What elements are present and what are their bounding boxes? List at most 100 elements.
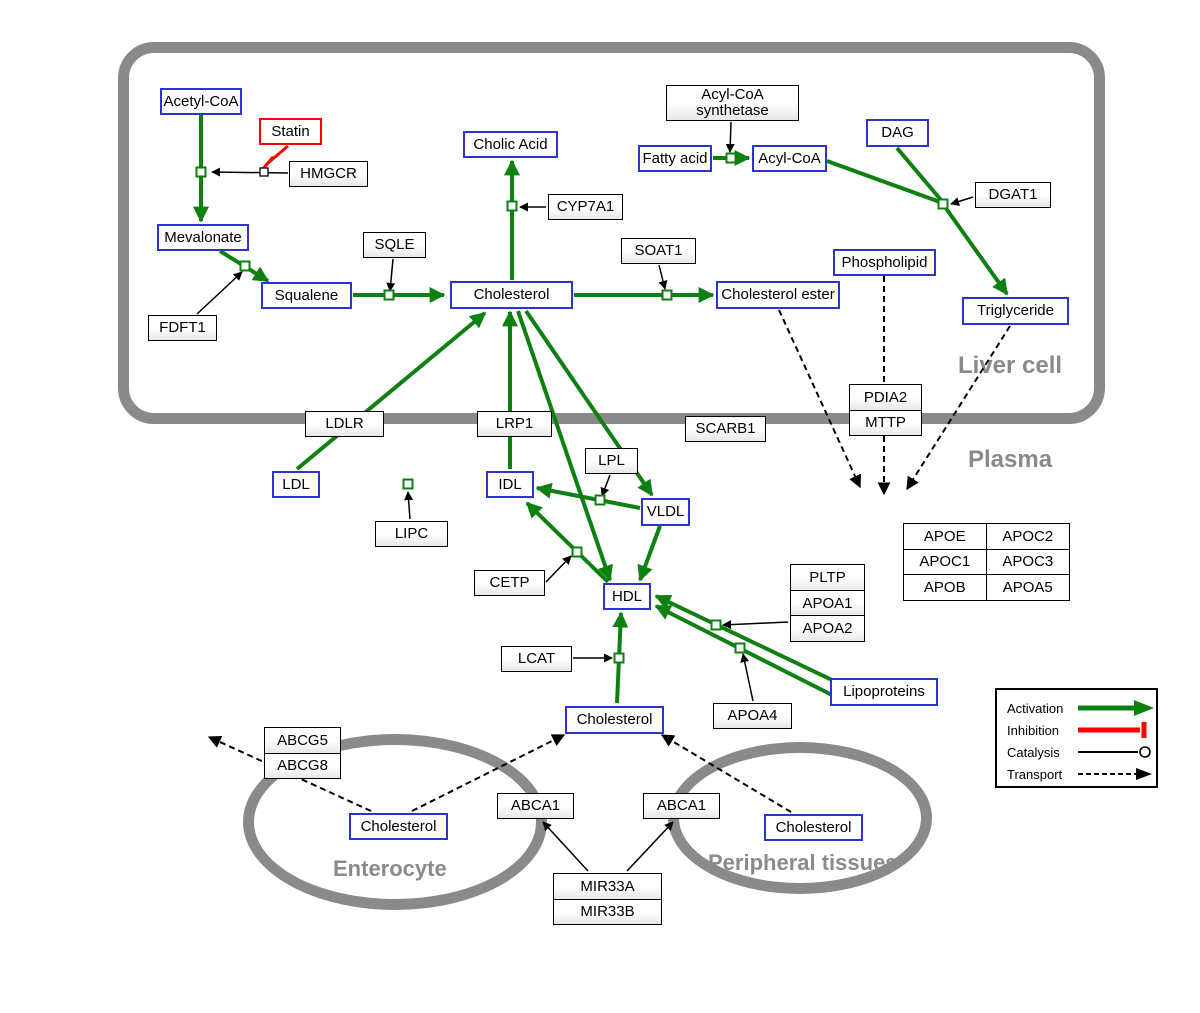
node-triglyceride[interactable]: Triglyceride — [962, 297, 1069, 325]
legend-row-activation: Activation — [1007, 697, 1156, 719]
catalysis-fdft1 — [196, 271, 243, 315]
node-cholesterol-enterocyte[interactable]: Cholesterol — [349, 813, 448, 840]
legend: Activation Inhibition Catalysis Transpor… — [995, 688, 1158, 788]
node-acyl-coa-synthetase[interactable]: Acyl-CoA synthetase — [666, 85, 799, 121]
node-phospholipid[interactable]: Phospholipid — [833, 249, 936, 276]
catalysis-hmgcr — [211, 167, 289, 177]
node-cholesterol-ester[interactable]: Cholesterol ester — [716, 281, 840, 309]
node-squalene[interactable]: Squalene — [261, 282, 352, 309]
transport-symbol — [1077, 768, 1152, 780]
node-lipc[interactable]: LIPC — [375, 521, 448, 547]
node-abca1-left[interactable]: ABCA1 — [497, 793, 574, 819]
node-abcg5[interactable]: ABCG5 — [265, 728, 340, 754]
node-apoc2[interactable]: APOC2 — [986, 524, 1069, 550]
node-apob[interactable]: APOB — [904, 575, 987, 600]
edge-ldl-ldlr-cholesterol — [295, 311, 487, 471]
node-abcg8[interactable]: ABCG8 — [265, 753, 340, 778]
node-fdft1[interactable]: FDFT1 — [148, 315, 217, 341]
node-mir33a[interactable]: MIR33A — [554, 874, 661, 900]
node-pdia2[interactable]: PDIA2 — [850, 385, 921, 411]
legend-row-catalysis: Catalysis — [1007, 741, 1156, 763]
node-lrp1[interactable]: LRP1 — [477, 411, 552, 437]
reaction-node — [613, 652, 625, 664]
catalysis-anchor-hmgcr — [259, 167, 269, 177]
node-apoa5[interactable]: APOA5 — [986, 575, 1069, 600]
node-apoe[interactable]: APOE — [904, 524, 987, 550]
catalysis-soat1 — [658, 264, 668, 290]
node-cyp7a1[interactable]: CYP7A1 — [548, 194, 623, 220]
node-apoa4[interactable]: APOA4 — [713, 703, 792, 729]
legend-activation-label: Activation — [1007, 700, 1064, 716]
stack-mir33a-mir33b: MIR33A MIR33B — [553, 873, 662, 925]
node-apoa1[interactable]: APOA1 — [791, 590, 864, 617]
node-acetyl-coa[interactable]: Acetyl-CoA — [160, 88, 242, 115]
node-cholic-acid[interactable]: Cholic Acid — [463, 131, 558, 158]
legend-catalysis-label: Catalysis — [1007, 744, 1060, 760]
catalysis-cetp — [545, 555, 572, 583]
reaction-node — [195, 166, 207, 178]
legend-transport-label: Transport — [1007, 766, 1063, 782]
reaction-node — [937, 198, 949, 210]
node-mir33b[interactable]: MIR33B — [554, 899, 661, 924]
node-cholesterol-plasma[interactable]: Cholesterol — [565, 706, 664, 734]
node-apoc1[interactable]: APOC1 — [904, 549, 987, 576]
node-soat1[interactable]: SOAT1 — [621, 238, 696, 264]
transport-cholesterolester — [778, 309, 862, 489]
reaction-node — [661, 289, 673, 301]
reaction-node — [402, 478, 414, 490]
node-apoa2[interactable]: APOA2 — [791, 616, 864, 642]
node-cholesterol-peripheral[interactable]: Cholesterol — [764, 814, 863, 841]
activation-symbol — [1077, 700, 1154, 716]
node-hmgcr[interactable]: HMGCR — [289, 161, 368, 187]
node-lipoproteins[interactable]: Lipoproteins — [830, 678, 938, 706]
node-pltp[interactable]: PLTP — [791, 565, 864, 591]
reaction-node — [571, 546, 583, 558]
node-statin[interactable]: Statin — [259, 118, 322, 145]
edge-vldl-hdl — [637, 525, 662, 582]
edge-acylcoa-dgat1rxn — [826, 159, 941, 204]
node-idl[interactable]: IDL — [486, 471, 534, 498]
node-fatty-acid[interactable]: Fatty acid — [638, 145, 712, 172]
node-cetp[interactable]: CETP — [474, 570, 545, 596]
legend-row-transport: Transport — [1007, 763, 1156, 785]
reaction-node — [734, 642, 746, 654]
transport-triglyceride — [906, 325, 1011, 491]
transport-peripheral-plasmacholesterol — [660, 734, 792, 813]
legend-row-inhibition: Inhibition — [1007, 719, 1156, 741]
edge-hdl-idl-cetp — [525, 501, 610, 584]
node-lpl[interactable]: LPL — [585, 448, 638, 474]
node-ldl[interactable]: LDL — [272, 471, 320, 498]
edge-vldl-idl — [535, 482, 641, 510]
node-hdl[interactable]: HDL — [603, 583, 651, 610]
catalysis-dgat1 — [950, 196, 974, 206]
node-dag[interactable]: DAG — [866, 119, 929, 147]
node-sqle[interactable]: SQLE — [363, 232, 426, 258]
node-ldlr[interactable]: LDLR — [305, 411, 384, 437]
peripheral-tissues-label: Peripheral tissues — [708, 850, 898, 875]
reaction-node — [725, 152, 737, 164]
liver-cell-compartment — [118, 42, 1105, 424]
enterocyte-label: Enterocyte — [333, 856, 447, 881]
transport-enterocyte-plasmacholesterol — [411, 734, 566, 812]
regulation-mir33-abca1-left — [542, 821, 589, 872]
stack-pltp-apoa1-apoa2: PLTP APOA1 APOA2 — [790, 564, 865, 642]
edge-dgat1rxn-triglyceride — [943, 205, 1009, 296]
node-dgat1[interactable]: DGAT1 — [975, 182, 1051, 208]
node-mttp[interactable]: MTTP — [850, 410, 921, 435]
stack-pdia2-mttp: PDIA2 MTTP — [849, 384, 922, 436]
node-acyl-coa[interactable]: Acyl-CoA — [752, 145, 827, 172]
node-vldl[interactable]: VLDL — [641, 498, 690, 526]
node-abca1-right[interactable]: ABCA1 — [643, 793, 720, 819]
node-cholesterol-liver[interactable]: Cholesterol — [450, 281, 573, 309]
edge-cholesterol-hdl — [516, 310, 613, 582]
node-scarb1[interactable]: SCARB1 — [685, 416, 766, 442]
node-apoc3[interactable]: APOC3 — [986, 549, 1069, 576]
reaction-node — [239, 260, 251, 272]
node-lcat[interactable]: LCAT — [501, 646, 572, 672]
reaction-node — [710, 619, 722, 631]
stack-abcg5-abcg8: ABCG5 ABCG8 — [264, 727, 341, 779]
catalysis-pltp-stack — [722, 620, 789, 630]
catalysis-lipc — [404, 491, 414, 520]
node-mevalonate[interactable]: Mevalonate — [157, 224, 249, 251]
